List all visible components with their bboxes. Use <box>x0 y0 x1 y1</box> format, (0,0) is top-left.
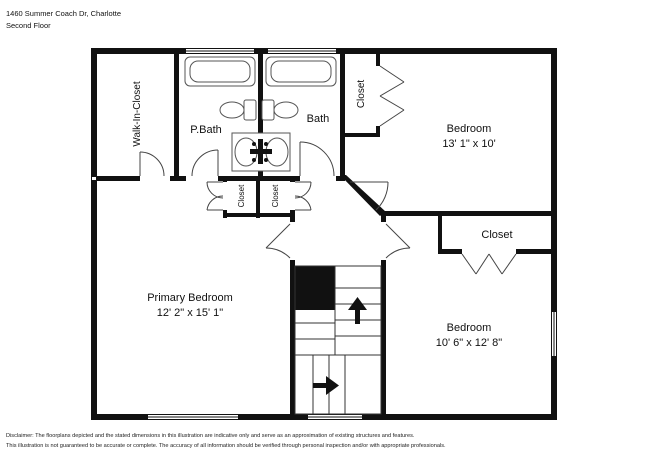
door-opening-closet-right <box>462 249 516 254</box>
disclaimer-line-1: Disclaimer: The floorplans depicted and … <box>6 433 415 439</box>
door-opening-bath <box>300 176 336 181</box>
door-closet-b <box>294 181 312 211</box>
stair-arrow-up-icon <box>348 297 367 324</box>
door-pbath <box>191 149 219 177</box>
door-bedroom-tr <box>350 181 389 211</box>
label-p-bath: P.Bath <box>190 124 222 136</box>
vanity-faucet <box>250 139 272 164</box>
stair-opening <box>295 266 335 310</box>
wall-pbath-bath <box>258 48 263 180</box>
wall-bath-hall <box>340 48 345 180</box>
disclaimer-line-2: This illustration is not guaranteed to b… <box>6 443 446 449</box>
toilet-bath <box>261 99 299 121</box>
label-bedroom-br: Bedroom <box>447 322 492 334</box>
wall-primary-right <box>290 176 295 418</box>
wall-right <box>551 48 557 420</box>
label-walk-in-closet: Walk-In-Closet <box>132 81 143 146</box>
door-closet-right <box>461 253 517 275</box>
label-closet-right: Closet <box>481 229 512 241</box>
wall-closet-top-bottom <box>340 133 380 137</box>
dims-bedroom-tr: 13' 1" x 10' <box>442 138 495 150</box>
bathtub-bath <box>265 56 337 87</box>
door-swings <box>139 65 517 275</box>
stair-arrow-right-icon <box>313 376 339 395</box>
dims-bedroom-br: 10' 6" x 12' 8" <box>436 337 503 349</box>
dims-primary-bedroom: 12' 2" x 15' 1" <box>157 307 224 319</box>
door-opening-closet-a <box>223 182 227 210</box>
label-closet-top: Closet <box>356 80 367 109</box>
door-opening-wic <box>140 176 170 181</box>
door-closet-a <box>206 181 224 211</box>
wall-closet-right-left <box>438 212 442 254</box>
door-primary <box>265 223 291 259</box>
fixtures <box>184 56 337 172</box>
door-opening-closet-top <box>376 66 380 126</box>
wall-wic-pbath <box>174 48 179 180</box>
door-wic <box>139 151 165 177</box>
door-bath <box>299 141 335 177</box>
wall-closet-ab-bottom <box>223 213 295 217</box>
floor-label: Second Floor <box>6 21 51 30</box>
door-closet-top <box>379 65 405 127</box>
door-opening-primary <box>290 222 295 260</box>
door-opening-closet-b <box>290 182 295 210</box>
label-closet-a: Closet <box>237 184 246 207</box>
label-closet-b: Closet <box>271 184 280 207</box>
label-bedroom-tr: Bedroom <box>447 123 492 135</box>
wall-hall-right <box>381 212 386 417</box>
property-address: 1460 Summer Coach Dr, Charlotte <box>6 9 122 18</box>
door-bedroom-br <box>385 223 411 259</box>
wall-bedroom2-bottom <box>381 211 557 216</box>
bathtub-pbath <box>184 56 256 87</box>
label-bath: Bath <box>307 113 330 125</box>
wall-closet-ab <box>256 176 260 218</box>
wall-angled <box>340 175 386 216</box>
window-lines <box>148 50 555 418</box>
label-primary-bedroom: Primary Bedroom <box>147 292 233 304</box>
stairs <box>294 265 382 415</box>
door-opening-bedroom-br <box>381 222 386 260</box>
toilet-pbath <box>219 99 257 121</box>
wall-left <box>91 48 97 420</box>
door-opening-pbath <box>186 176 218 181</box>
